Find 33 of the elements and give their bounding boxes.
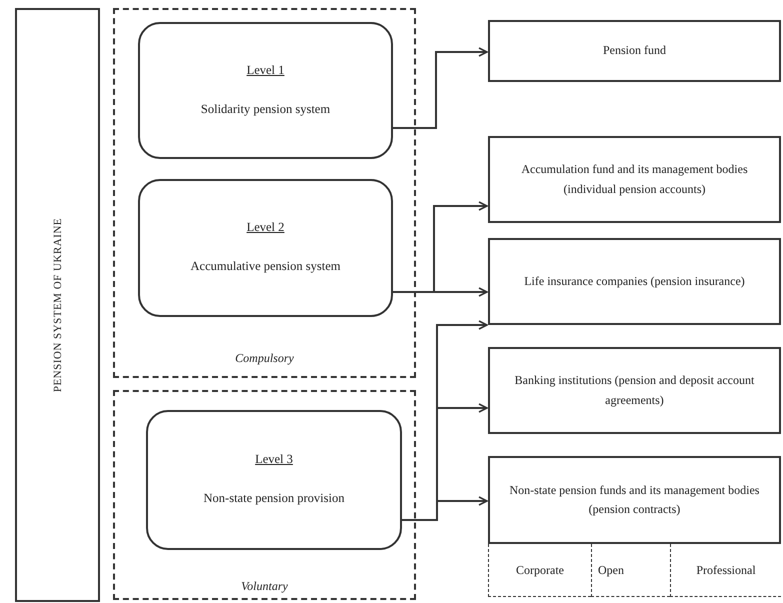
institution-box [488,456,781,544]
level-heading: Level 1 [246,62,284,78]
arrow [400,496,488,521]
level-description: Accumulative pension system [190,258,340,276]
box-text: Accumulation fund and its management bodies (individual pension accounts) [520,161,749,198]
box-text: Pension fund [603,42,666,60]
institution-box [488,238,781,325]
level-box [138,22,393,159]
fund-type-cell [591,544,670,597]
institution-box [488,20,781,82]
vertical-title: PENSION SYSTEM OF UKRAINE [52,218,64,392]
level-heading: Level 2 [246,220,284,236]
level-box [138,179,393,317]
fund-type: Corporate [516,562,564,578]
level-description: Non-state pension provision [204,490,344,508]
group-label: Compulsory [235,351,294,366]
box-text: Banking institutions (pension and deposit account agreements) [514,372,756,409]
level-description: Solidarity pension system [200,100,330,118]
fund-type: Professional [696,562,756,578]
institution-box [488,136,781,223]
arrow [391,47,488,129]
system-box [15,8,100,602]
box-text: Non-state pension funds and its management bodies (pension contracts) [508,482,760,518]
box-text: Life insurance companies (pension insurance) [524,272,745,290]
fund-type: Open [598,562,624,578]
fund-type-cell [670,544,781,597]
level-heading: Level 3 [255,452,293,468]
fund-type-cell [488,544,591,597]
institution-box [488,347,781,434]
level-box [146,410,402,550]
dashed-group [113,390,416,600]
dashed-group [113,8,416,378]
group-label: Voluntary [241,579,288,594]
